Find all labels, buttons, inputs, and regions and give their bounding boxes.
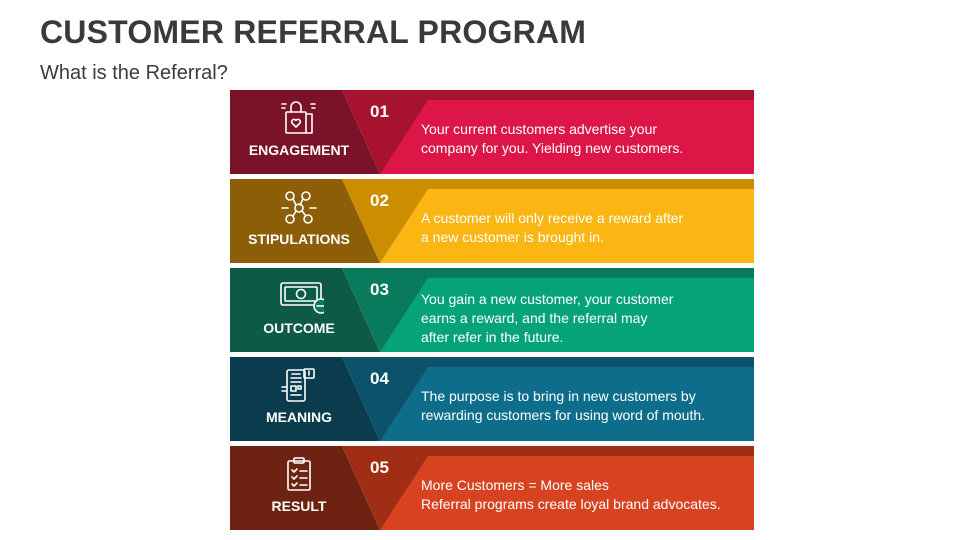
- step-row-stipulations: STIPULATIONS 02 A customer will only rec…: [230, 179, 754, 263]
- step-description-line: You gain a new customer, your customer: [421, 291, 674, 307]
- step-label: STIPULATIONS: [248, 231, 350, 247]
- shopping-bag-icon: [281, 101, 316, 134]
- step-description-line: Referral programs create loyal brand adv…: [421, 496, 721, 512]
- page-title: CUSTOMER REFERRAL PROGRAM: [40, 14, 587, 50]
- step-number: 04: [370, 369, 389, 388]
- step-description: You gain a new customer, your customer e…: [421, 290, 741, 347]
- step-description: Your current customers advertise your co…: [421, 120, 741, 158]
- step-label: RESULT: [271, 498, 327, 514]
- step-row-meaning: MEANING 04 The purpose is to bring in ne…: [230, 357, 754, 441]
- step-description-line: More Customers = More sales: [421, 477, 609, 493]
- step-label: MEANING: [265, 409, 333, 425]
- step-number: 05: [370, 458, 389, 477]
- step-row-background: [230, 446, 754, 530]
- step-row-engagement: ENGAGEMENT 01 Your current customers adv…: [230, 90, 754, 174]
- step-description-line: a new customer is brought in.: [421, 229, 604, 245]
- step-row-outcome: OUTCOME 03 You gain a new customer, your…: [230, 268, 754, 352]
- step-row-result: RESULT 05 More Customers = More sales Re…: [230, 446, 754, 530]
- step-description: The purpose is to bring in new customers…: [421, 387, 741, 425]
- step-description-line: after refer in the future.: [421, 329, 564, 345]
- step-label: OUTCOME: [263, 320, 335, 336]
- clipboard-icon: [287, 457, 311, 491]
- network-people-icon: [281, 191, 317, 224]
- money-minus-icon: [280, 282, 324, 314]
- step-description: More Customers = More sales Referral pro…: [421, 476, 741, 514]
- step-number: 03: [370, 280, 389, 299]
- step-label: ENGAGEMENT: [248, 142, 350, 158]
- step-description-line: earns a reward, and the referral may: [421, 310, 648, 326]
- step-description-line: The purpose is to bring in new customers…: [421, 388, 696, 404]
- step-description-line: rewarding customers for using word of mo…: [421, 407, 706, 423]
- step-row-background: [230, 90, 754, 174]
- step-row-background: [230, 268, 754, 352]
- page-subtitle: What is the Referral?: [40, 62, 228, 84]
- step-number: 02: [370, 191, 389, 210]
- step-description-line: A customer will only receive a reward af…: [421, 210, 684, 226]
- mobile-phone-icon: [281, 368, 315, 402]
- step-number: 01: [370, 102, 389, 121]
- step-description: A customer will only receive a reward af…: [421, 209, 741, 247]
- step-description-line: Your current customers advertise your: [421, 121, 658, 137]
- step-description-line: company for you. Yielding new customers.: [421, 140, 684, 156]
